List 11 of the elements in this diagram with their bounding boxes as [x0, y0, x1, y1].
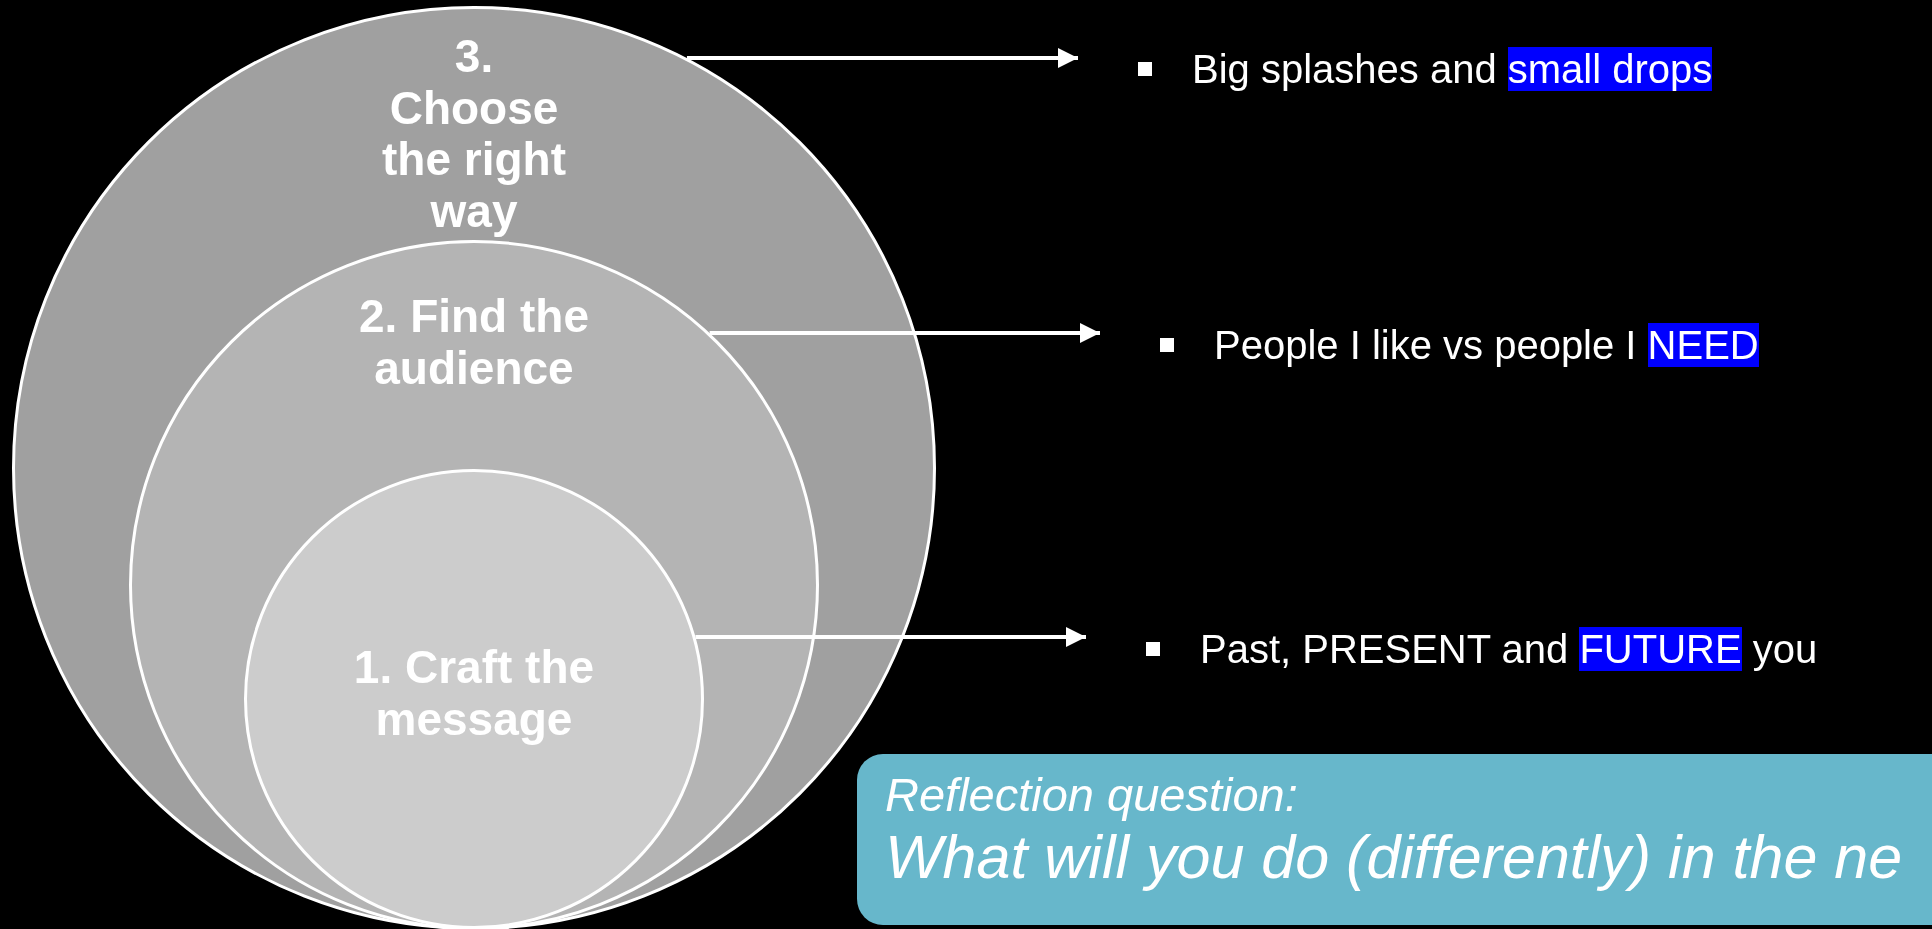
bullet-text: People I like vs people I NEED [1214, 322, 1759, 369]
circle-label: 2. Find the audience [358, 291, 590, 395]
reflection-question: What will you do (differently) in the ne [885, 822, 1903, 893]
arrow [709, 323, 1100, 343]
panel-heading: Reflection question: [885, 768, 1298, 823]
bullet-text: Past, PRESENT and FUTURE you [1200, 626, 1818, 673]
arrow [695, 627, 1086, 647]
bullet-text: Big splashes and small drops [1192, 46, 1713, 93]
arrow [686, 48, 1078, 68]
reflection-panel [857, 754, 1932, 925]
circle-label: 3. Choose the right way [381, 31, 567, 238]
